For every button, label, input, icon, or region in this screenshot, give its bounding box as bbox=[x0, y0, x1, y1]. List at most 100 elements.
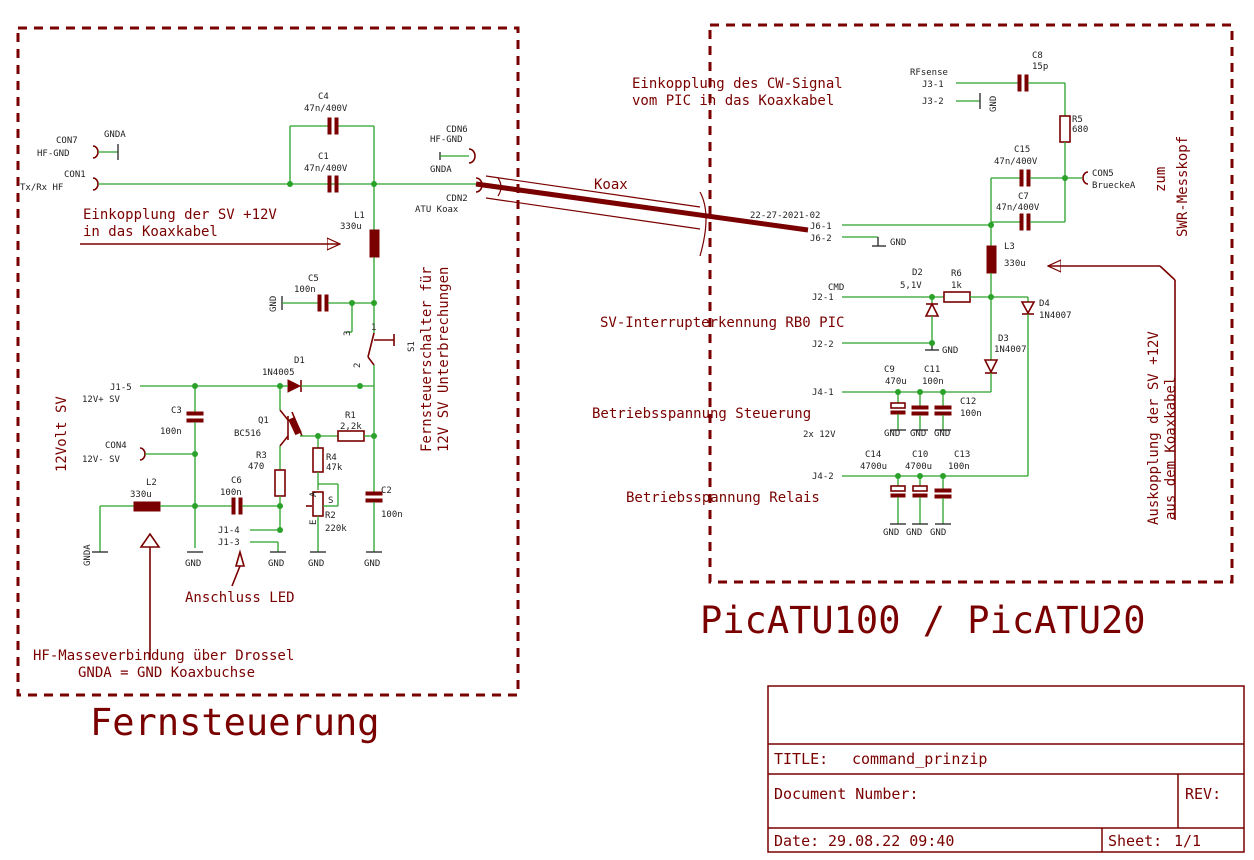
r5-value: 680 bbox=[1072, 125, 1088, 135]
right-vnote-2: aus dem Koaxkabel bbox=[1163, 377, 1179, 520]
note-2x12: 2x 12V bbox=[803, 430, 836, 440]
note-hf-2: GNDA = GND Koaxbuchse bbox=[78, 665, 255, 681]
c8-value: 15p bbox=[1032, 62, 1048, 72]
c7-ref: C7 bbox=[1018, 192, 1029, 202]
c13-value: 100n bbox=[948, 462, 970, 472]
q1-value: BC516 bbox=[234, 429, 261, 439]
c14-ref: C14 bbox=[865, 450, 881, 460]
c12-value: 100n bbox=[960, 409, 982, 419]
note-led: Anschluss LED bbox=[185, 590, 295, 606]
gnd-j62: GND bbox=[890, 238, 906, 248]
c3-value: 100n bbox=[160, 427, 182, 437]
gnd-row1-3: GND bbox=[934, 429, 950, 439]
d2-ref: D2 bbox=[912, 268, 923, 278]
date-label: Date: bbox=[774, 832, 819, 850]
coax-label: Koax bbox=[594, 177, 628, 193]
gnd-c2: GND bbox=[364, 559, 380, 569]
r4-ref: R4 bbox=[326, 453, 337, 463]
d3-ref: D3 bbox=[998, 334, 1009, 344]
con7-name: HF-GND bbox=[37, 149, 70, 159]
right-vnote-1: Auskopplung der SV +12V bbox=[1146, 331, 1162, 525]
j31-ref: J3-1 bbox=[922, 80, 944, 90]
c9-ref: C9 bbox=[884, 365, 895, 375]
left-12v-label: 12Volt SV bbox=[54, 396, 70, 472]
j42-ref: J4-2 bbox=[812, 472, 834, 482]
r6-value: 1k bbox=[951, 281, 962, 291]
c7-value: 47n/400V bbox=[996, 203, 1040, 213]
sheet-value: 1/1 bbox=[1174, 832, 1201, 850]
gnd-row2-3: GND bbox=[930, 528, 946, 538]
left-schematic: CON7 HF-GND GNDA CON1 Tx/Rx HF C4 47n/40… bbox=[20, 92, 483, 681]
c5-gnd: GND bbox=[269, 296, 279, 312]
r2-pin-s: S bbox=[328, 496, 333, 506]
swr-label-1: zum bbox=[1153, 167, 1169, 192]
j21-ref: J2-1 bbox=[812, 293, 834, 303]
l2-value: 330u bbox=[130, 490, 152, 500]
c4-value: 47n/400V bbox=[304, 104, 348, 114]
right-frame-title: PicATU100 / PicATU20 bbox=[700, 599, 1146, 642]
con4-name: 12V- SV bbox=[82, 455, 121, 465]
c2-ref: C2 bbox=[381, 486, 392, 496]
con1-ref: CON1 bbox=[64, 170, 86, 180]
c8-ref: C8 bbox=[1032, 51, 1043, 61]
c11-value: 100n bbox=[922, 377, 944, 387]
con4-ref: CON4 bbox=[105, 441, 127, 451]
d3-value: 1N4007 bbox=[994, 345, 1027, 355]
l3-value: 330u bbox=[1004, 259, 1026, 269]
r2-pin-a: A bbox=[309, 491, 319, 497]
gnd-row2-2: GND bbox=[906, 528, 922, 538]
cmd-label: CMD bbox=[828, 283, 844, 293]
l1-ref: L1 bbox=[354, 211, 365, 221]
c11-ref: C11 bbox=[924, 365, 940, 375]
con5-ref: CON5 bbox=[1092, 169, 1114, 179]
c5-value: 100n bbox=[294, 285, 316, 295]
r2-ref: R2 bbox=[325, 511, 336, 521]
c3-ref: C3 bbox=[171, 406, 182, 416]
j61-ref: J6-1 bbox=[810, 222, 832, 232]
j22-ref: J2-2 bbox=[812, 340, 834, 350]
d1-ref: D1 bbox=[294, 356, 305, 366]
c9-value: 470u bbox=[885, 377, 907, 387]
coax-cable: Koax bbox=[475, 175, 809, 257]
gnd-row1-2: GND bbox=[910, 429, 926, 439]
r1-value: 2,2k bbox=[340, 422, 362, 432]
c6-ref: C6 bbox=[231, 476, 242, 486]
right-frame bbox=[708, 23, 1234, 584]
d2-value: 5,1V bbox=[900, 281, 922, 291]
r6-ref: R6 bbox=[951, 269, 962, 279]
con7-ref: CON7 bbox=[56, 136, 78, 146]
part-number: 22-27-2021-02 bbox=[750, 211, 820, 221]
r4-value: 47k bbox=[326, 463, 343, 473]
r1-ref: R1 bbox=[345, 411, 356, 421]
j14-ref: J1-4 bbox=[218, 526, 240, 536]
s1-ref: S1 bbox=[407, 341, 417, 352]
c4-ref: C4 bbox=[318, 92, 329, 102]
note-hf-1: HF-Masseverbindung über Drossel bbox=[33, 648, 294, 664]
note-sv: SV-Interrupterkennung RB0 PIC bbox=[600, 315, 844, 331]
l2-ref: L2 bbox=[146, 478, 157, 488]
sheet-label: Sheet: bbox=[1108, 832, 1162, 850]
j62-ref: J6-2 bbox=[810, 234, 832, 244]
c10-ref: C10 bbox=[912, 450, 928, 460]
con5-name: BrueckeA bbox=[1092, 181, 1136, 191]
s1-pin2: 2 bbox=[353, 363, 363, 368]
note-cw-1: Einkopplung des CW-Signal bbox=[632, 76, 843, 92]
swr-label-2: SWR-Messkopf bbox=[1175, 136, 1191, 237]
c12-ref: C12 bbox=[960, 397, 976, 407]
title-value: command_prinzip bbox=[852, 750, 987, 768]
c15-value: 47n/400V bbox=[994, 157, 1038, 167]
con6-gnd: GNDA bbox=[430, 165, 452, 175]
right-schematic: Einkopplung des CW-Signal vom PIC in das… bbox=[592, 51, 1191, 538]
c2-value: 100n bbox=[381, 510, 403, 520]
d1-value: 1N4005 bbox=[262, 368, 295, 378]
s1-pin1: 1 bbox=[371, 323, 376, 333]
d4-value: 1N4007 bbox=[1039, 311, 1072, 321]
j13-ref: J1-3 bbox=[218, 538, 240, 548]
rfsense-label: RFsense bbox=[910, 68, 948, 78]
gnd-j22: GND bbox=[942, 346, 958, 356]
d4-ref: D4 bbox=[1039, 299, 1050, 309]
note-steuer: Betriebsspannung Steuerung bbox=[592, 406, 811, 422]
c15-ref: C15 bbox=[1014, 145, 1030, 155]
j32-ref: J3-2 bbox=[922, 97, 944, 107]
con2-name: ATU Koax bbox=[415, 205, 459, 215]
